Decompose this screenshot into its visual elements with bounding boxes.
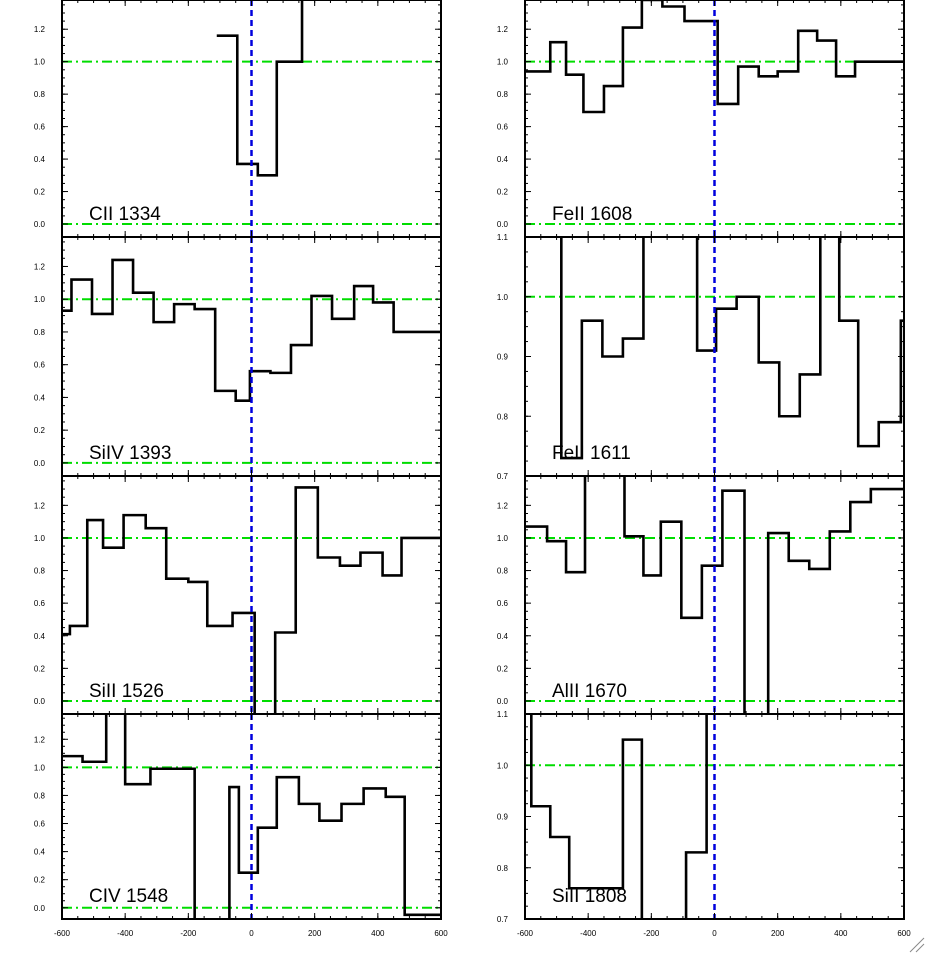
y-tick-label: 0.0 [34,697,46,706]
y-tick-label: 0.8 [34,567,46,576]
x-tick-label: 0 [712,929,717,938]
y-tick-label: 0.6 [34,123,46,132]
x-tick-label: -400 [117,929,134,938]
y-tick-label: 1.2 [34,501,46,510]
x-tick-label: -400 [580,929,597,938]
y-tick-label: 0.4 [34,393,46,402]
y-tick-label: 0.2 [497,188,509,197]
y-tick-label: 0.6 [497,123,509,132]
y-tick-label: 1.1 [497,233,509,242]
y-tick-label: 0.7 [497,472,509,481]
y-tick-label: 1.0 [34,534,46,543]
x-tick-label: -600 [517,929,534,938]
y-tick-label: 0.4 [34,848,46,857]
y-tick-label: 0.6 [34,820,46,829]
spectrum-line [525,476,904,714]
y-tick-label: 0.0 [34,904,46,913]
y-tick-label: 0.4 [497,155,509,164]
y-tick-label: 0.2 [497,664,509,673]
spectrum-line [525,0,904,114]
y-tick-label: 0.9 [497,813,509,822]
y-tick-label: 1.2 [497,501,509,510]
y-tick-label: 0.8 [34,791,46,800]
y-tick-label: 1.0 [497,761,509,770]
x-axis-layer: -600 -400 -200 0 200 400 600 -600 -400 -200 0 200 40… [54,929,911,938]
panel-label: SiII 1526 [89,681,164,702]
y-tick-label: 0.2 [34,426,46,435]
y-tick-label: 0.4 [34,632,46,641]
y-tick-label: 0.2 [34,876,46,885]
y-tick-label: 1.2 [497,25,509,34]
y-tick-label: 0.0 [34,220,46,229]
x-tick-label: -200 [643,929,660,938]
y-tick-label: 0.6 [34,361,46,370]
y-tick-label: 1.0 [34,58,46,67]
y-tick-label: 1.0 [34,763,46,772]
x-tick-label: 200 [308,929,322,938]
x-tick-label: 600 [897,929,911,938]
spectrum-line [62,258,441,402]
y-tick-label: 1.0 [34,295,46,304]
y-tick-label: 0.0 [34,459,46,468]
x-tick-label: 200 [771,929,785,938]
y-tick-label: 0.8 [497,412,509,421]
spectrum-line [216,0,304,177]
y-tick-label: 1.0 [497,293,509,302]
y-tick-label: 1.2 [34,25,46,34]
x-tick-label: -200 [180,929,197,938]
y-tick-label: 0.8 [497,864,509,873]
y-tick-label: 0.8 [34,328,46,337]
y-tick-label: 1.0 [497,58,509,67]
spectrum-line [560,237,904,460]
panel-label: CIV 1548 [89,886,168,907]
spectrum-line [62,486,441,714]
x-tick-label: 400 [834,929,848,938]
panel-label: CII 1334 [89,204,161,225]
y-tick-label: 0.6 [497,599,509,608]
x-tick-label: -600 [54,929,71,938]
resize-grip-icon [909,937,925,953]
y-tick-label: 0.8 [497,90,509,99]
y-tick-label: 0.0 [497,220,509,229]
y-tick-label: 0.4 [34,155,46,164]
y-tick-label: 0.8 [497,567,509,576]
y-tick-label: 0.2 [34,188,46,197]
y-tick-label: 1.0 [497,534,509,543]
y-tick-label: 0.9 [497,353,509,362]
panel-label: FeII 1608 [552,204,632,225]
panel-label: AlII 1670 [552,681,627,702]
y-tick-label: 1.1 [497,710,509,719]
spectrum-line [530,714,708,919]
x-tick-label: 600 [434,929,448,938]
y-tick-label: 0.7 [497,915,509,924]
y-tick-label: 0.0 [497,697,509,706]
spectrum-line [62,714,441,919]
y-tick-label: 0.8 [34,90,46,99]
panel-label: SiIV 1393 [89,443,171,464]
y-tick-label: 0.4 [497,632,509,641]
x-tick-label: 0 [249,929,254,938]
x-tick-label: 400 [371,929,385,938]
y-tick-label: 0.2 [34,664,46,673]
panel-label: FeII 1611 [552,443,631,464]
y-tick-label: 1.2 [34,262,46,271]
panel-label: SiII 1808 [552,886,627,907]
y-tick-label: 1.2 [34,735,46,744]
y-tick-label: 0.6 [34,599,46,608]
